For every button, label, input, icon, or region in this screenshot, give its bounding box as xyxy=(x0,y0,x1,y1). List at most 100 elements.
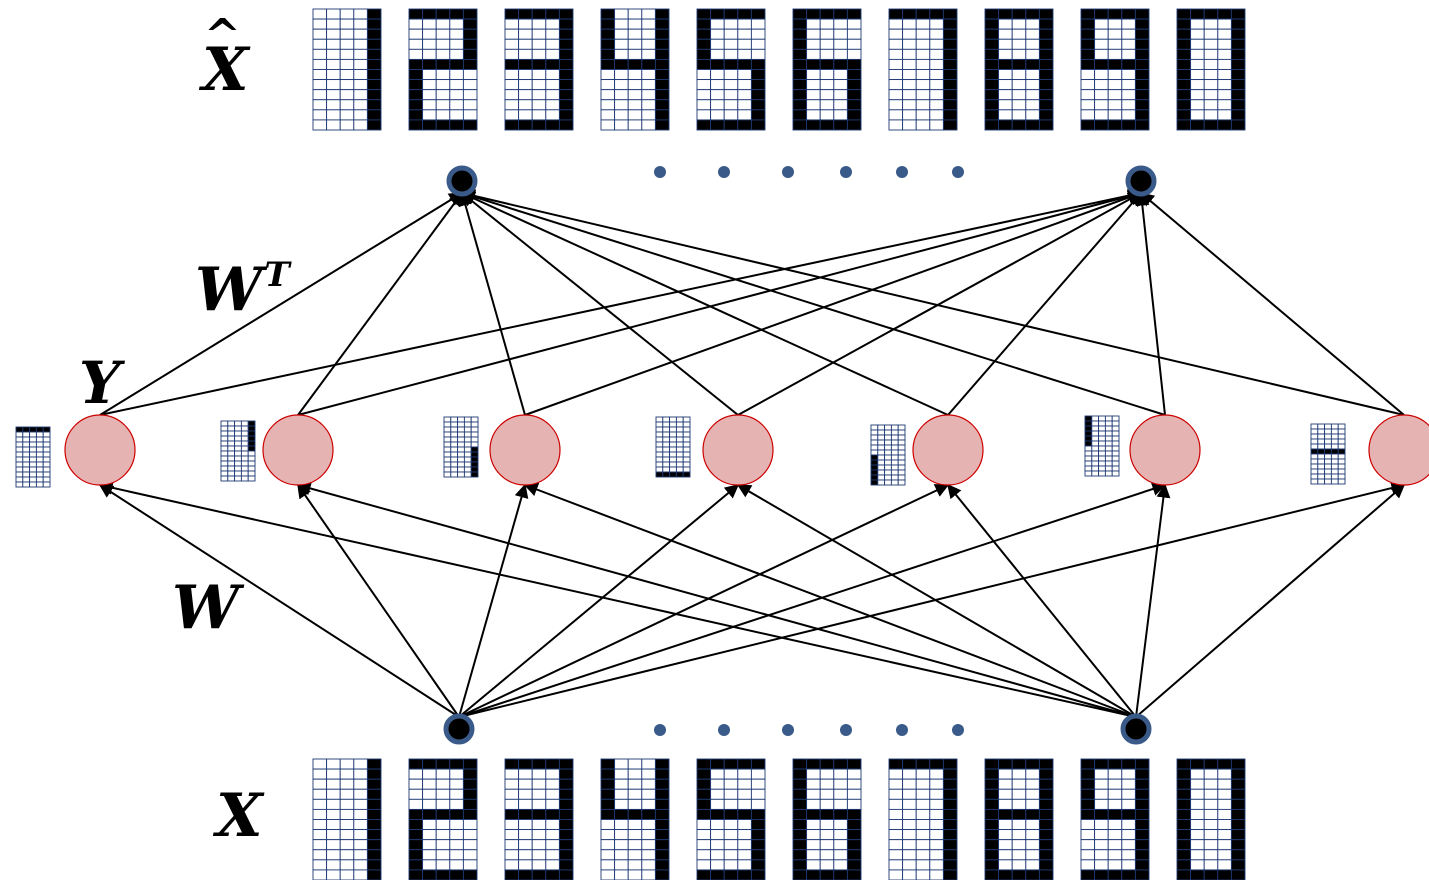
grid-cell xyxy=(614,48,629,60)
grid-cell xyxy=(353,79,368,91)
grid-cell xyxy=(723,758,739,770)
grid-cell xyxy=(1038,869,1054,881)
grid-cell xyxy=(1038,808,1054,820)
grid-cell xyxy=(42,426,51,433)
grid-cell xyxy=(1203,38,1219,50)
grid-cell xyxy=(1011,69,1027,81)
hidden-neuron xyxy=(1368,414,1429,486)
grid-cell xyxy=(1330,428,1339,435)
grid-cell xyxy=(545,89,560,101)
grid-cell xyxy=(819,859,835,871)
grid-cell xyxy=(877,459,886,466)
grid-cell xyxy=(518,758,533,770)
grid-cell xyxy=(449,829,464,841)
grid-cell xyxy=(998,768,1013,780)
grid-cell xyxy=(915,808,931,820)
grid-cell xyxy=(819,788,835,800)
grid-cell xyxy=(422,99,437,111)
grid-cell xyxy=(870,459,879,466)
grid-cell xyxy=(998,839,1013,851)
grid-cell xyxy=(654,109,670,121)
grid-cell xyxy=(227,430,236,437)
grid-cell xyxy=(1038,58,1054,70)
grid-cell xyxy=(984,99,1000,111)
grid-cell xyxy=(1011,48,1027,60)
grid-cell xyxy=(462,89,478,101)
grid-cell xyxy=(984,28,1000,40)
grid-cell xyxy=(1094,109,1109,121)
input-node xyxy=(443,713,475,745)
grid-cell xyxy=(15,476,24,483)
output-digit-grid xyxy=(408,8,478,131)
output-label-text: X xyxy=(202,35,249,105)
grid-cell xyxy=(819,778,835,790)
grid-cell xyxy=(942,28,958,40)
grid-cell xyxy=(750,99,766,111)
grid-cell xyxy=(1107,79,1123,91)
grid-cell xyxy=(984,778,1000,790)
grid-cell xyxy=(614,58,629,70)
grid-cell xyxy=(819,869,835,881)
grid-cell xyxy=(710,119,725,131)
grid-cell xyxy=(792,829,808,841)
grid-cell xyxy=(1107,859,1123,871)
grid-cell xyxy=(463,456,472,463)
grid-cell xyxy=(462,79,478,91)
grid-cell xyxy=(29,476,37,483)
grid-cell xyxy=(897,469,906,476)
grid-cell xyxy=(897,454,906,461)
grid-cell xyxy=(227,450,236,457)
grid-cell xyxy=(1038,99,1054,111)
grid-cell xyxy=(1094,859,1109,871)
grid-cell xyxy=(29,441,37,448)
grid-cell xyxy=(682,466,691,473)
grid-cell xyxy=(750,28,766,40)
grid-cell xyxy=(696,819,712,831)
grid-cell xyxy=(435,778,451,790)
grid-cell xyxy=(877,474,886,481)
grid-cell xyxy=(1190,839,1205,851)
grid-cell xyxy=(600,788,616,800)
grid-cell xyxy=(998,79,1013,91)
grid-cell xyxy=(737,38,752,50)
grid-cell xyxy=(819,829,835,841)
grid-cell xyxy=(675,431,684,438)
grid-cell xyxy=(15,436,24,443)
grid-cell xyxy=(1310,463,1319,470)
grid-cell xyxy=(1203,798,1219,810)
grid-cell xyxy=(984,839,1000,851)
grid-cell xyxy=(545,48,560,60)
grid-cell xyxy=(723,859,739,871)
grid-cell xyxy=(1230,8,1246,20)
grid-cell xyxy=(422,758,437,770)
grid-cell xyxy=(870,454,879,461)
decoder-edge xyxy=(1139,192,1405,416)
grid-cell xyxy=(42,461,51,468)
grid-cell xyxy=(1084,465,1093,472)
grid-cell xyxy=(915,119,931,131)
grid-cell xyxy=(457,426,465,433)
grid-cell xyxy=(884,479,892,486)
grid-cell xyxy=(627,89,643,101)
grid-cell xyxy=(984,819,1000,831)
grid-cell xyxy=(710,38,725,50)
grid-cell xyxy=(435,18,451,30)
transpose-superscript: T xyxy=(264,255,290,295)
grid-cell xyxy=(600,119,616,131)
grid-cell xyxy=(353,808,368,820)
grid-cell xyxy=(1324,448,1332,455)
grid-cell xyxy=(518,808,533,820)
grid-cell xyxy=(1025,28,1040,40)
grid-cell xyxy=(655,461,664,468)
grid-cell xyxy=(449,109,464,121)
grid-cell xyxy=(806,819,821,831)
grid-cell xyxy=(1104,430,1113,437)
grid-cell xyxy=(504,869,520,881)
grid-cell xyxy=(696,869,712,881)
grid-cell xyxy=(1337,443,1346,450)
grid-cell xyxy=(641,89,656,101)
grid-cell xyxy=(443,421,452,428)
grid-cell xyxy=(531,758,547,770)
grid-cell xyxy=(654,768,670,780)
grid-cell xyxy=(504,18,520,30)
